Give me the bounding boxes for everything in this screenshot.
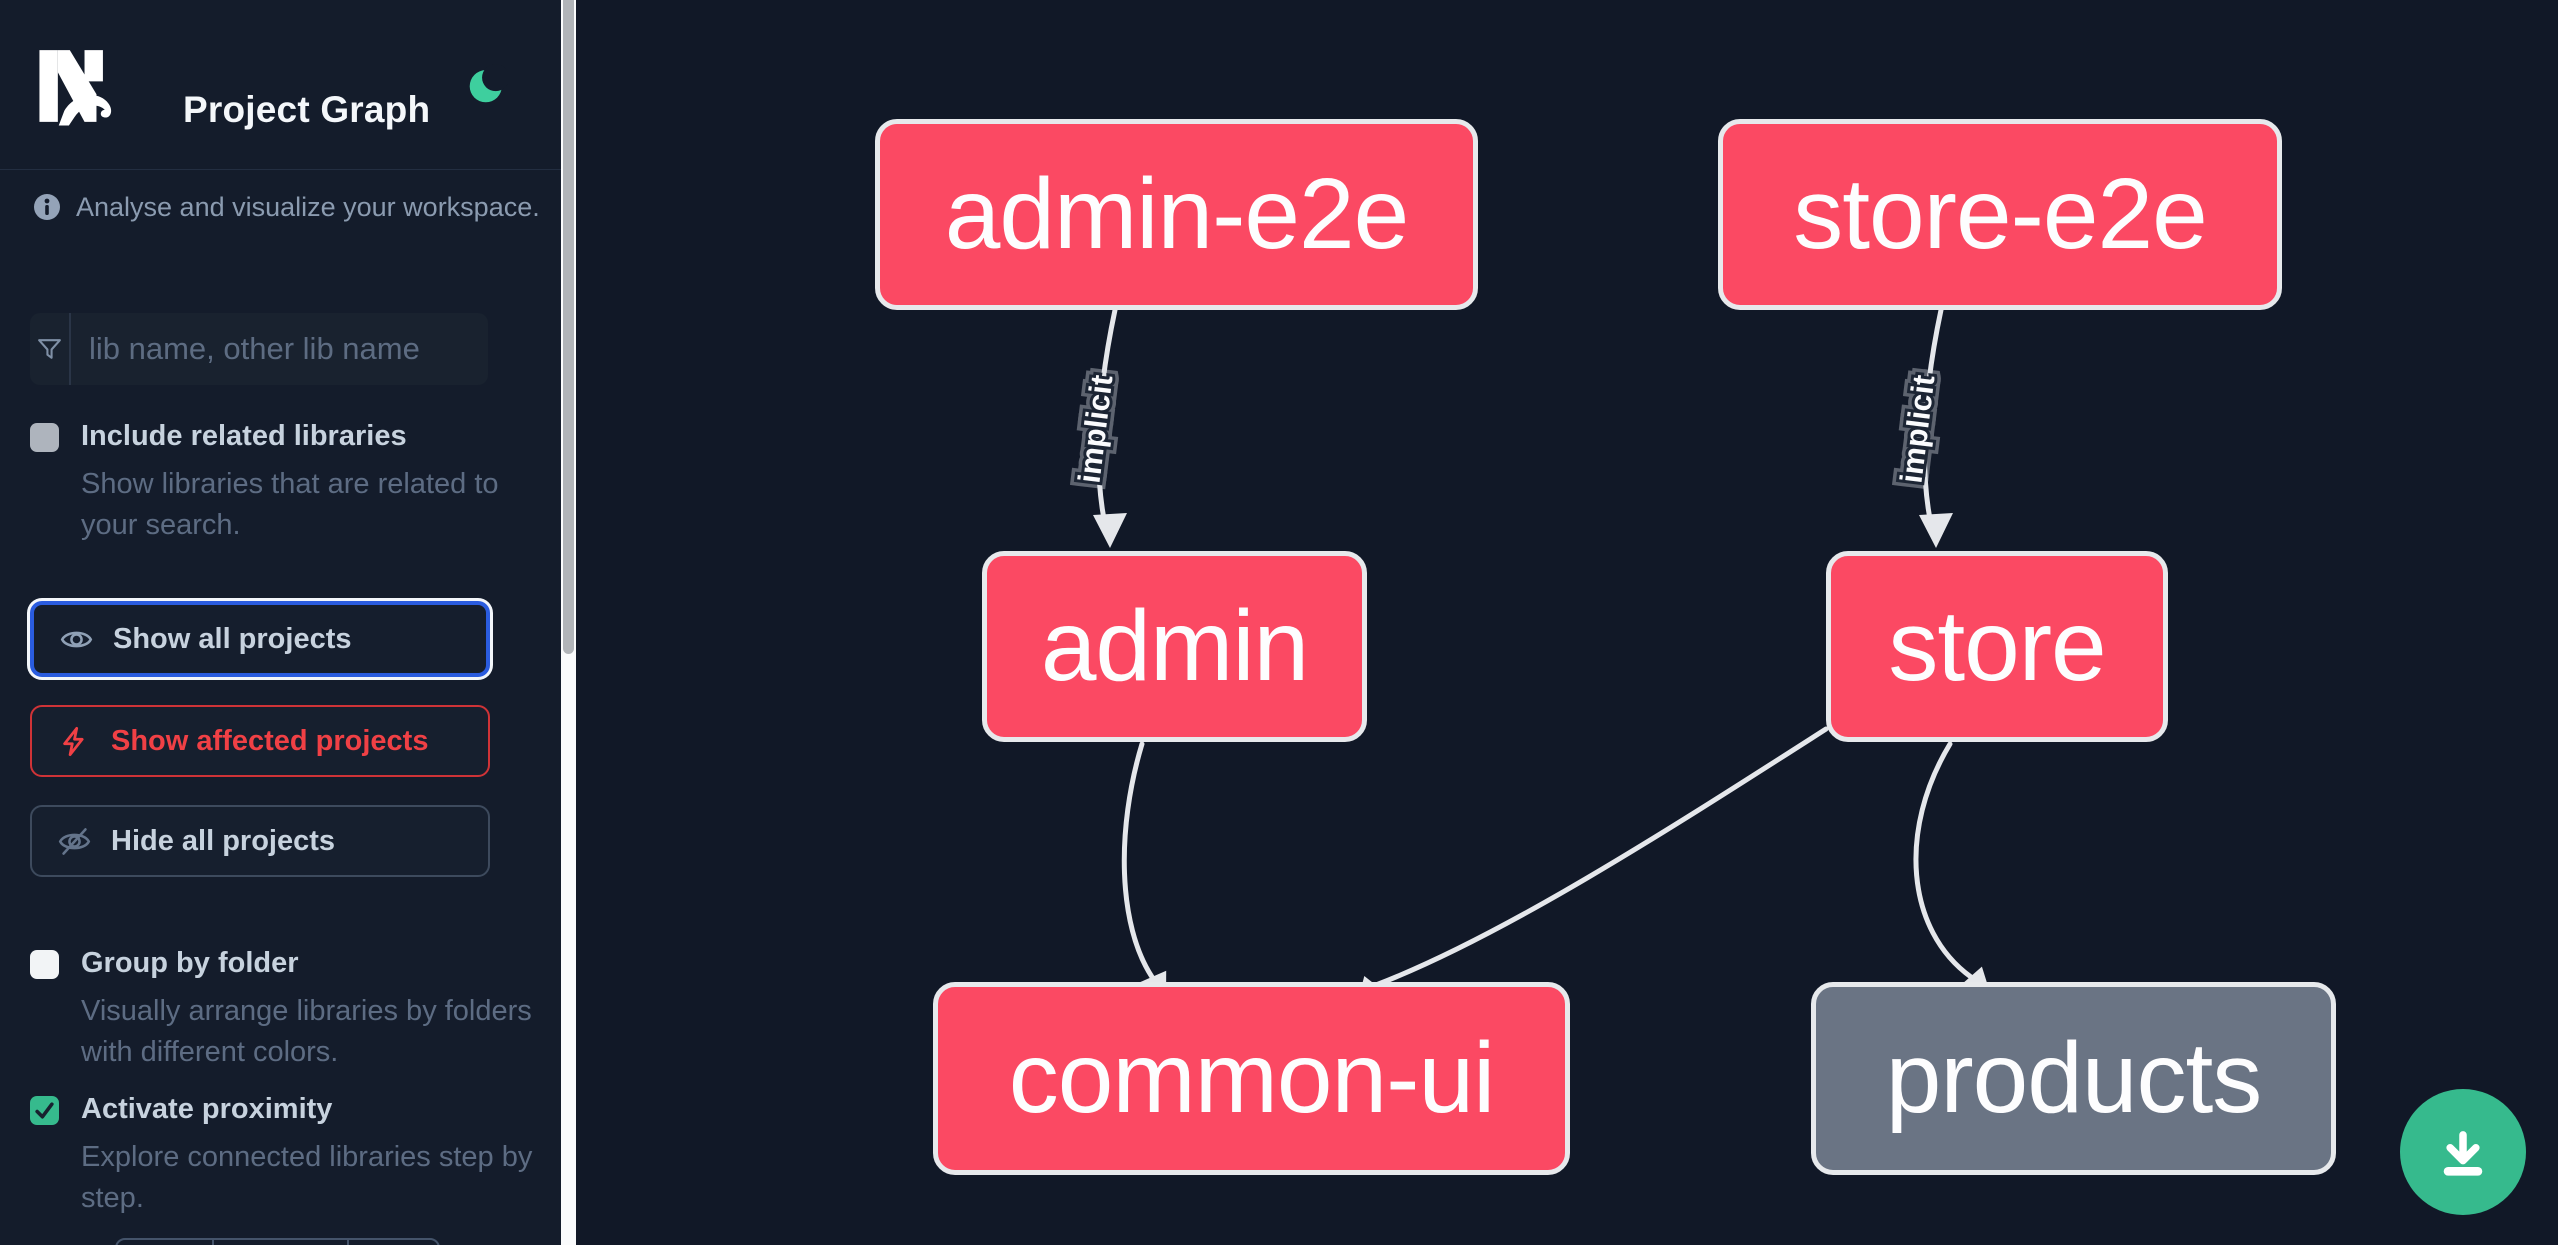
arrowhead [1919, 513, 1953, 548]
button-label: Hide all projects [111, 824, 336, 857]
edge-store-common-ui [1373, 726, 1829, 988]
project-node-common-ui[interactable]: common-ui [933, 982, 1570, 1175]
download-image-button[interactable] [2400, 1089, 2526, 1215]
toggle-activate-proximity: Activate proximity Explore connected lib… [30, 1093, 539, 1219]
hide-all-projects-button[interactable]: Hide all projects [30, 805, 490, 877]
checkbox-activate-proximity[interactable] [30, 1096, 59, 1125]
option-description: Explore connected libraries step by step… [81, 1141, 533, 1214]
stepper-value [212, 1240, 347, 1245]
show-affected-projects-button[interactable]: Show affected projects [30, 705, 490, 777]
graph-canvas[interactable]: implicit implicit implicit implicit admi… [576, 0, 2558, 1245]
option-description: Show libraries that are related to your … [81, 468, 499, 541]
option-label: Group by folder [81, 947, 299, 979]
dark-mode-toggle[interactable] [466, 64, 510, 106]
filter-icon [30, 313, 71, 385]
stepper-decrement[interactable] [117, 1240, 212, 1245]
bolt-icon [63, 726, 84, 756]
page-title: Project Graph [183, 88, 431, 130]
eye-icon [60, 631, 93, 647]
edge-store-e2e-store [1921, 307, 1944, 537]
button-label: Show all projects [113, 622, 352, 655]
edge-label-implicit: implicit [1894, 373, 1942, 485]
toggle-include-related-libraries: Include related libraries Show libraries… [30, 420, 539, 546]
project-node-admin-e2e[interactable]: admin-e2e [875, 119, 1478, 310]
edge-store-products [1913, 741, 1974, 980]
search-box [30, 313, 488, 385]
edge-admin-common-ui [1121, 741, 1155, 980]
toggle-group-by-folder: Group by folder Visually arrange librari… [30, 947, 539, 1073]
stepper-increment[interactable] [347, 1240, 438, 1245]
project-node-products[interactable]: products [1811, 982, 2336, 1175]
project-node-admin[interactable]: admin [982, 551, 1367, 742]
edge-label-implicit: implicit [1072, 373, 1120, 485]
info-icon [34, 194, 60, 220]
edge-admin-e2e-admin [1095, 307, 1118, 537]
arrowhead [1093, 513, 1127, 548]
nx-logo [39, 50, 112, 126]
scrollbar-thumb[interactable] [563, 0, 574, 654]
sidebar-header: Project Graph [0, 0, 561, 170]
sidebar: Project Graph Analyse and visualize your… [0, 0, 561, 1245]
option-description: Visually arrange libraries by folders wi… [81, 995, 532, 1068]
moon-icon [469, 64, 510, 103]
checkbox-include-related[interactable] [30, 423, 59, 452]
checkbox-group-by-folder[interactable] [30, 950, 59, 979]
tagline-text: Analyse and visualize your workspace. [76, 192, 540, 222]
search-input[interactable] [71, 313, 488, 385]
eye-off-icon [58, 827, 91, 855]
dependency-edges: implicit implicit implicit implicit [1065, 307, 1993, 1012]
button-label: Show affected projects [111, 724, 429, 757]
download-icon [2443, 1131, 2483, 1176]
show-all-projects-button[interactable]: Show all projects [30, 601, 490, 677]
project-node-store[interactable]: store [1826, 551, 2168, 742]
option-label: Activate proximity [81, 1093, 333, 1125]
project-node-store-e2e[interactable]: store-e2e [1718, 119, 2282, 310]
option-label: Include related libraries [81, 420, 407, 452]
workspace-tagline: Analyse and visualize your workspace. [33, 192, 540, 223]
check-icon [35, 1102, 54, 1119]
proximity-stepper[interactable] [115, 1238, 440, 1245]
sidebar-scrollbar[interactable] [561, 0, 576, 1245]
